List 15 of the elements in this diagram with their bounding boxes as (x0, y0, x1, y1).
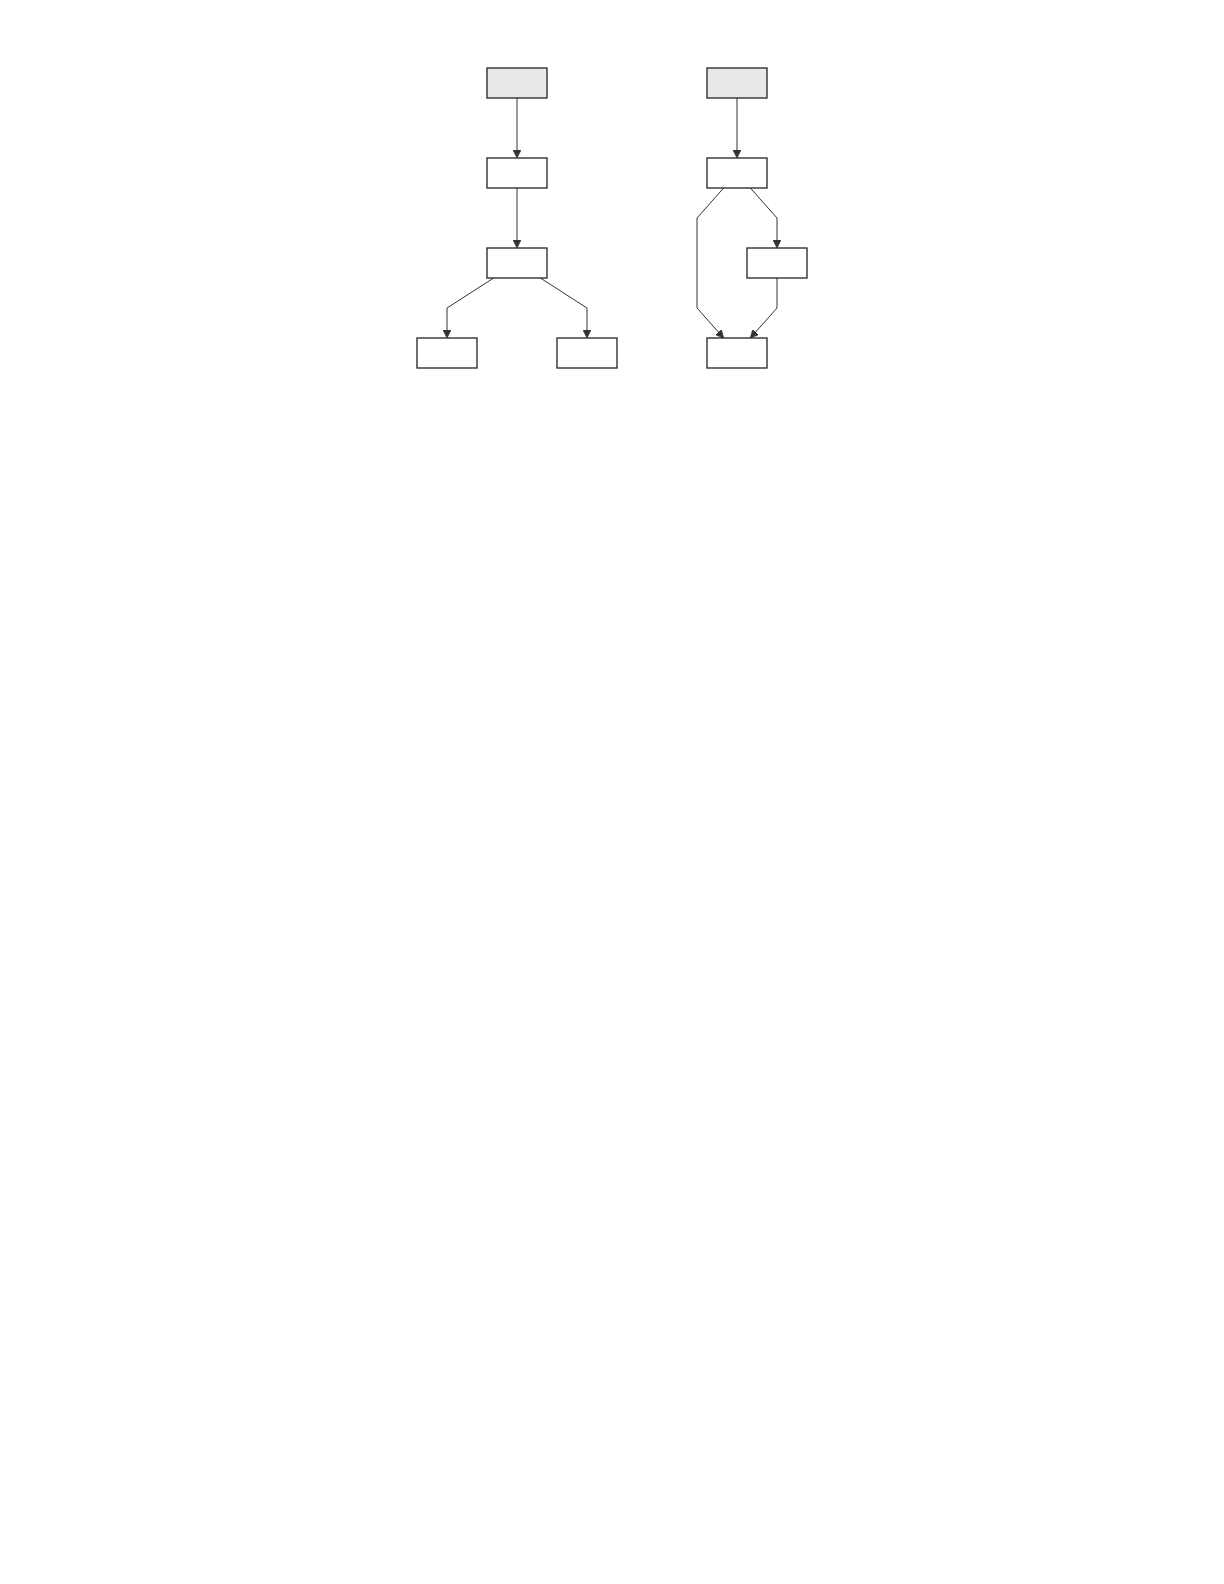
process-box (706, 67, 768, 99)
process-box (556, 337, 618, 369)
arrow (732, 97, 742, 159)
arrow (749, 277, 778, 339)
arrow (512, 97, 522, 159)
arrow (749, 187, 782, 249)
process-box (746, 247, 808, 279)
arrow (512, 187, 522, 249)
process-box (486, 247, 548, 279)
process-box (706, 337, 768, 369)
process-box (706, 157, 768, 189)
arrow (696, 187, 725, 339)
process-box (416, 337, 478, 369)
process-box (486, 157, 548, 189)
process-box (486, 67, 548, 99)
